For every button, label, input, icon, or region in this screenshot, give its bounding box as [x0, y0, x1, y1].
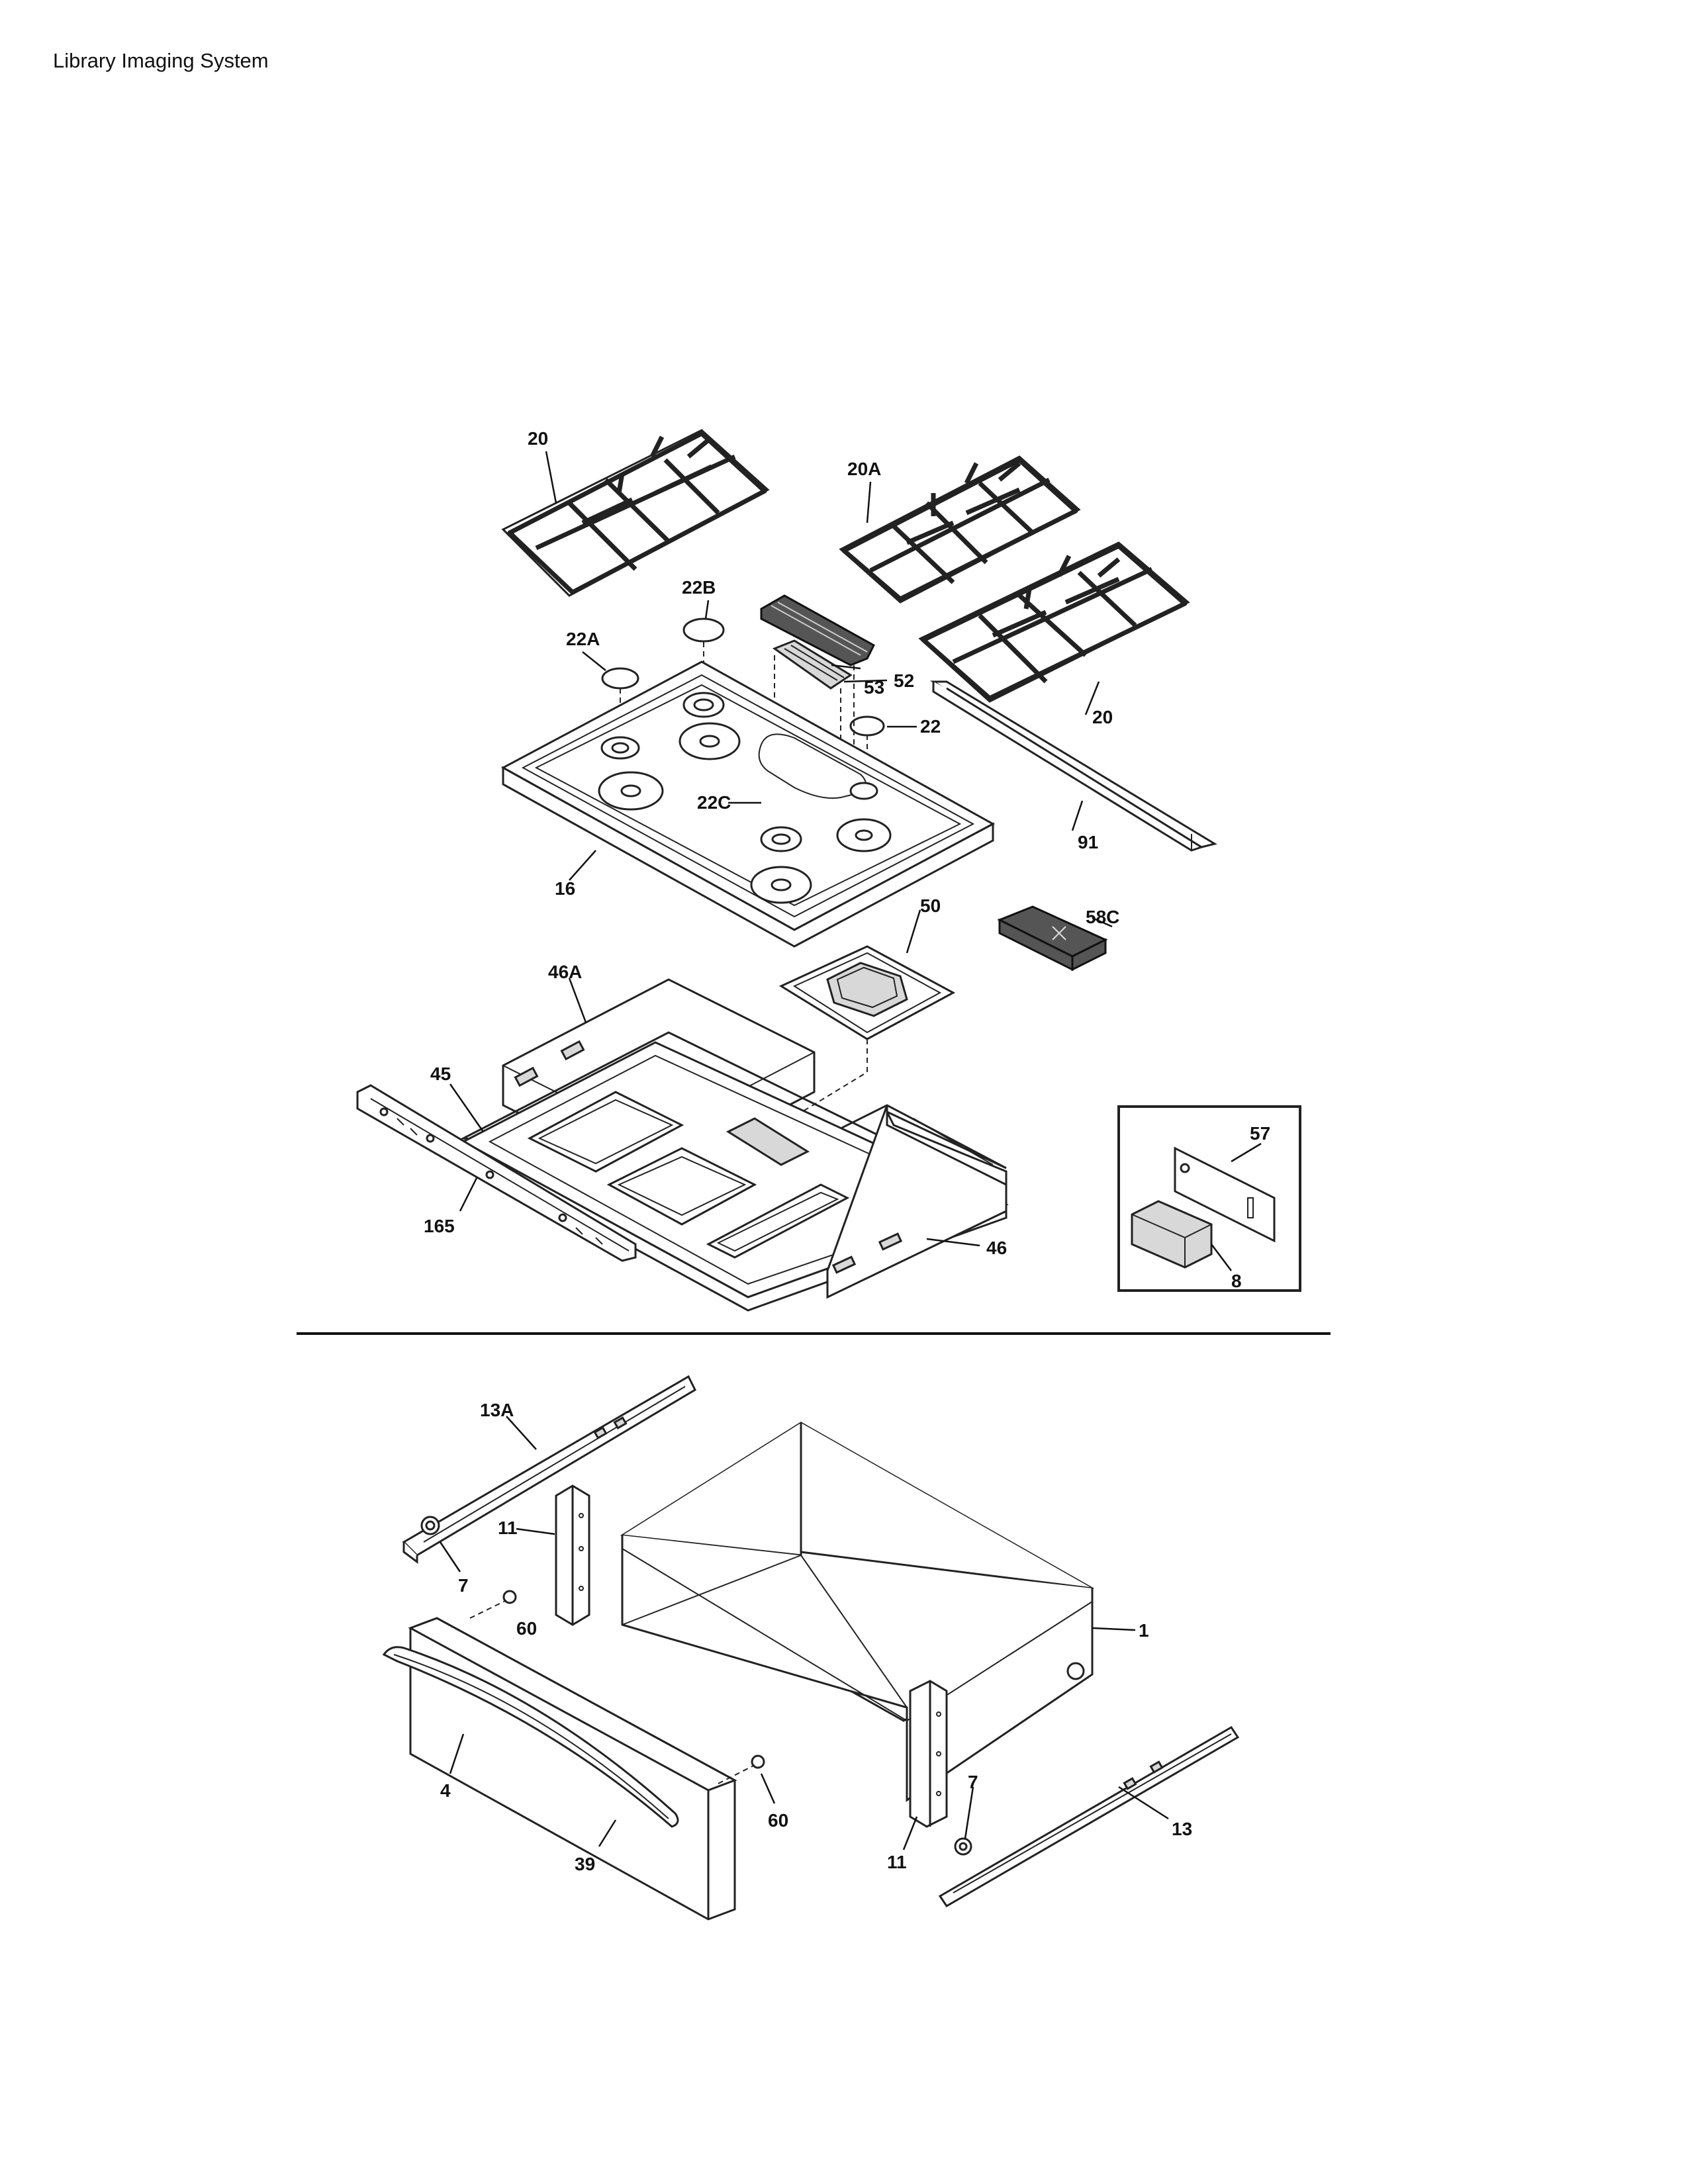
- callout-20A: 20A: [847, 459, 881, 479]
- leaders-lower: [439, 1416, 1169, 1850]
- slide-rail-13A: [402, 1375, 696, 1564]
- burner-bowl-50: [714, 945, 956, 1165]
- cooktop-16: [500, 660, 996, 948]
- screw-60-lower: [718, 1754, 765, 1784]
- callout-7-right: 7: [968, 1772, 978, 1792]
- grate-20-left: [501, 429, 770, 597]
- callout-46: 46: [986, 1238, 1007, 1258]
- callout-8: 8: [1231, 1271, 1242, 1291]
- grate-20-right: [918, 541, 1190, 703]
- control-housing-52: [760, 594, 875, 666]
- callout-57: 57: [1250, 1123, 1270, 1144]
- slide-rail-13: [938, 1725, 1240, 1908]
- inset-box-57-8: [1117, 1105, 1301, 1292]
- block-58C: [997, 905, 1108, 972]
- callout-11-top: 11: [498, 1518, 518, 1538]
- callout-58C: 58C: [1086, 907, 1119, 927]
- bracket-11-lower: [909, 1680, 948, 1828]
- callout-13: 13: [1172, 1819, 1192, 1839]
- screw-60-upper: [469, 1590, 517, 1619]
- burner-cap-22: [849, 715, 885, 737]
- callout-165: 165: [424, 1216, 455, 1236]
- callout-16: 16: [555, 878, 575, 899]
- callout-7-left: 7: [458, 1575, 469, 1596]
- drawer-front-4: [408, 1617, 737, 1921]
- callout-4: 4: [440, 1780, 451, 1801]
- callout-20-right: 20: [1092, 707, 1113, 727]
- callout-11-bottom: 11: [887, 1852, 907, 1872]
- callout-50: 50: [920, 895, 941, 916]
- callout-91: 91: [1078, 832, 1098, 852]
- callout-45: 45: [430, 1064, 451, 1084]
- burner-cap-22A: [601, 667, 639, 690]
- trim-53: [772, 639, 853, 690]
- callout-1: 1: [1139, 1620, 1149, 1641]
- callout-22C: 22C: [697, 792, 731, 813]
- bracket-11-upper: [555, 1484, 590, 1626]
- trim-strip-91: [929, 680, 1217, 852]
- panel-46: [826, 1105, 1008, 1299]
- callout-13A: 13A: [480, 1400, 514, 1420]
- bracket-165: [356, 1084, 637, 1262]
- callout-46A: 46A: [548, 962, 582, 982]
- burner-cap-22B: [682, 617, 725, 643]
- callout-22B: 22B: [682, 577, 716, 598]
- leaders-upper: [449, 451, 1262, 1271]
- callout-22: 22: [920, 716, 941, 737]
- callout-60-top: 60: [516, 1618, 537, 1639]
- grate-20A: [839, 455, 1081, 604]
- callout-52: 52: [894, 670, 914, 691]
- page-header-title: Library Imaging System: [53, 49, 269, 72]
- drawer-1: [620, 1422, 1094, 1802]
- callout-22A: 22A: [566, 629, 600, 649]
- callout-39: 39: [575, 1854, 595, 1874]
- callout-60-bottom: 60: [768, 1810, 788, 1831]
- handle-39: [382, 1646, 679, 1828]
- callout-20-top: 20: [528, 428, 548, 449]
- callout-53: 53: [864, 677, 884, 698]
